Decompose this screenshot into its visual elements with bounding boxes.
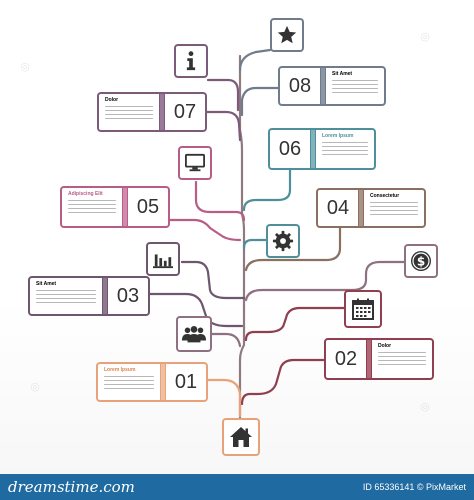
home-icon-box[interactable] xyxy=(222,418,260,456)
card-body: Dolor xyxy=(99,94,159,130)
wire-01 xyxy=(206,378,242,418)
step-number: 04 xyxy=(326,196,350,219)
wire-calendar xyxy=(244,306,346,342)
card-divider xyxy=(122,188,128,226)
trunk xyxy=(238,54,246,422)
card-divider xyxy=(358,190,364,226)
card-divider xyxy=(159,94,165,130)
card-divider xyxy=(160,364,166,400)
star-icon-box[interactable] xyxy=(270,18,304,52)
step-title: Consectetur xyxy=(370,193,400,199)
step-number: 06 xyxy=(278,137,302,160)
star-icon xyxy=(277,25,297,44)
card-body: Sit Amet xyxy=(30,278,102,314)
calendar-icon-box[interactable] xyxy=(344,290,382,328)
step-number: 01 xyxy=(174,370,198,393)
wire-08 xyxy=(240,86,280,117)
card-body: Consectetur xyxy=(364,190,424,226)
card-body: Dolor xyxy=(372,340,432,378)
wire-02 xyxy=(240,358,326,406)
gear-icon xyxy=(272,230,294,252)
step-title: Dolor xyxy=(105,97,119,103)
step-number: 05 xyxy=(136,195,160,218)
card-body: Sit Amet xyxy=(326,68,384,104)
step-card-03[interactable]: Sit Amet 03 xyxy=(28,276,150,316)
step-number: 07 xyxy=(173,100,197,123)
card-divider xyxy=(366,340,372,378)
step-card-01[interactable]: Lorem Ipsum 01 xyxy=(96,362,208,402)
wire-gear xyxy=(242,238,268,250)
step-title: Sit Amet xyxy=(332,71,353,77)
card-divider xyxy=(310,130,316,168)
wire-info xyxy=(206,78,240,112)
bar-chart-icon xyxy=(153,254,173,269)
step-number: 08 xyxy=(288,74,312,97)
branch-wires xyxy=(148,48,406,422)
step-number: 02 xyxy=(334,347,358,370)
step-title: Adipiscing Elit xyxy=(68,191,103,197)
wire-monitor xyxy=(194,180,246,222)
step-card-06[interactable]: 06 Lorem Ipsum xyxy=(268,128,376,170)
step-card-04[interactable]: 04 Consectetur xyxy=(316,188,426,228)
step-number: 03 xyxy=(116,284,140,307)
step-title: Sit Amet xyxy=(36,281,57,287)
wire-star xyxy=(238,48,272,72)
footer-meta: ID 65336141 © PixMarket xyxy=(362,482,466,492)
people-icon-box[interactable] xyxy=(176,316,212,352)
wire-04 xyxy=(244,226,342,272)
footer-logo: dreamstime.com xyxy=(8,478,135,496)
wire-dollar xyxy=(244,260,406,302)
info-icon xyxy=(186,51,196,71)
wire-07 xyxy=(205,110,242,142)
calendar-icon xyxy=(352,298,374,320)
step-card-02[interactable]: 02 Dolor xyxy=(324,338,434,380)
card-body: Lorem Ipsum xyxy=(98,364,160,400)
monitor-icon xyxy=(185,153,205,172)
wire-barchart xyxy=(180,260,246,300)
svg-text:$: $ xyxy=(417,255,425,269)
step-title: Lorem Ipsum xyxy=(322,133,354,139)
step-card-08[interactable]: 08 Sit Amet xyxy=(278,66,386,106)
step-card-07[interactable]: Dolor 07 xyxy=(97,92,207,132)
dollar-icon: $ xyxy=(411,251,431,271)
card-divider xyxy=(320,68,326,104)
step-card-05[interactable]: Adipiscing Elit 05 xyxy=(60,186,170,228)
wire-05 xyxy=(168,218,242,242)
wire-people xyxy=(210,332,242,348)
dollar-icon-box[interactable]: $ xyxy=(404,244,438,278)
step-title: Dolor xyxy=(378,343,392,349)
wire-06 xyxy=(242,168,292,212)
step-title: Lorem Ipsum xyxy=(104,367,136,373)
people-icon xyxy=(181,326,207,343)
wire-03 xyxy=(148,292,244,328)
monitor-icon-box[interactable] xyxy=(178,146,212,180)
info-icon-box[interactable] xyxy=(174,44,208,78)
gear-icon-box[interactable] xyxy=(266,224,300,258)
card-divider xyxy=(102,278,108,314)
stock-footer: dreamstime.com ID 65336141 © PixMarket xyxy=(0,474,474,500)
home-icon xyxy=(230,427,252,447)
card-body: Lorem Ipsum xyxy=(316,130,374,168)
bar-chart-icon-box[interactable] xyxy=(146,242,180,276)
card-body: Adipiscing Elit xyxy=(62,188,122,226)
